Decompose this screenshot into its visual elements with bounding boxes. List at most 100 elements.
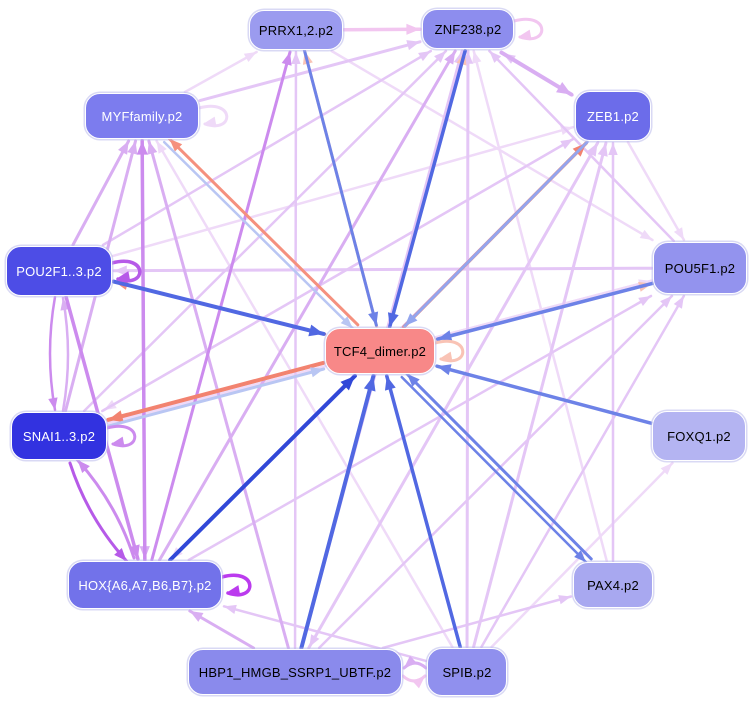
edge-prrx1-to-tcf4: [302, 48, 378, 327]
edge-znf238-to-tcf4: [387, 49, 467, 329]
node-pou2f1[interactable]: POU2F1..3.p2: [6, 246, 112, 296]
edge-hox-to-myf-arrowhead: [136, 141, 148, 155]
edge-snai1-to-tcf4: [107, 367, 326, 428]
edge-pou2f1-to-znf238: [101, 49, 433, 247]
edge-spib-to-pou5f1: [480, 294, 686, 649]
edge-pou2f1-to-myf-arrowhead: [118, 141, 129, 155]
edge-prrx1-to-pou5f1: [330, 49, 654, 242]
edge-pou2f1-to-myf: [71, 139, 131, 247]
edge-zeb1-to-tcf4: [403, 140, 589, 328]
node-spib[interactable]: SPIB.p2: [427, 648, 507, 696]
edge-snai1-to-zeb1: [101, 137, 575, 413]
node-label-znf238: ZNF238.p2: [434, 21, 502, 37]
edge-tcf4-to-pax4: [400, 375, 588, 564]
edge-hbp1-to-pax4: [381, 595, 573, 650]
edge-snai1-to-zeb1-arrowhead: [560, 139, 573, 150]
node-zeb1[interactable]: ZEB1.p2: [575, 91, 651, 141]
node-label-tcf4: TCF4_dimer.p2: [333, 343, 427, 359]
edge-pax4-to-znf238: [472, 49, 608, 563]
edge-myf-to-tcf4: [162, 140, 354, 330]
edge-hox-to-tcf4-arrowhead: [340, 376, 355, 391]
edge-pax4-to-tcf4: [405, 372, 593, 561]
node-snai1[interactable]: SNAI1..3.p2: [11, 412, 107, 460]
edge-pou2f1-to-zeb1: [111, 125, 575, 258]
edge-hox-to-tcf4: [168, 374, 357, 562]
edge-hbp1-to-tcf4: [299, 374, 376, 650]
node-label-zeb1: ZEB1.p2: [587, 108, 639, 124]
node-hbp1[interactable]: HBP1_HMGB_SSRP1_UBTF.p2: [188, 649, 402, 695]
edge-spib-to-hox-arrowhead: [224, 604, 237, 615]
edge-pou2f1-to-snai1-arrowhead: [48, 397, 58, 410]
node-label-myf: MYFfamily.p2: [101, 108, 183, 124]
edge-spib-to-znf238: [465, 49, 470, 649]
node-label-spib: SPIB.p2: [442, 664, 492, 680]
edge-myf-to-znf238-arrowhead: [406, 40, 420, 51]
edge-hox-to-pou5f1: [187, 294, 653, 562]
edge-hbp1-to-myf-arrowhead: [147, 141, 158, 155]
edge-tcf4-to-pax4-arrowhead: [574, 550, 586, 563]
edge-myf-to-prrx1: [183, 50, 258, 94]
edge-zeb1-to-pou5f1-arrowhead: [673, 227, 684, 240]
edge-pou5f1-to-znf238-arrowhead: [489, 51, 502, 63]
edge-hox-to-snai1-arrowhead: [77, 460, 90, 473]
node-hox[interactable]: HOX{A6,A7,B6,B7}.p2: [68, 561, 222, 609]
edge-spib-to-tcf4-arrowhead: [384, 376, 396, 391]
self-loop-snai1-arrowhead: [111, 436, 125, 447]
edge-prrx1-to-znf238-arrowhead: [406, 23, 420, 35]
edge-hbp1-to-prrx1: [293, 50, 298, 650]
edge-hbp1-to-pou5f1-arrowhead: [660, 296, 672, 308]
edge-pax4-to-znf238-arrowhead: [472, 51, 482, 64]
node-pou5f1[interactable]: POU5F1.p2: [653, 242, 747, 294]
edge-hox-to-myf: [140, 139, 147, 562]
edge-foxq1-to-tcf4-arrowhead: [437, 364, 452, 376]
edge-hbp1-to-hox-arrowhead: [189, 611, 204, 622]
node-znf238[interactable]: ZNF238.p2: [422, 9, 514, 49]
edge-prrx1-to-tcf4-arrowhead: [368, 311, 379, 326]
node-foxq1[interactable]: FOXQ1.p2: [652, 411, 746, 461]
edge-tcf4-to-snai1: [106, 360, 326, 422]
edge-tcf4-to-myf: [167, 137, 360, 327]
edge-pax4-to-tcf4-arrowhead: [407, 373, 420, 387]
node-pax4[interactable]: PAX4.p2: [573, 562, 653, 608]
edge-hbp1-to-zeb1-arrowhead: [586, 143, 598, 157]
edge-hox-to-pou5f1-arrowhead: [638, 295, 651, 307]
node-label-pou5f1: POU5F1.p2: [664, 260, 736, 276]
node-label-snai1: SNAI1..3.p2: [22, 428, 96, 444]
self-loop-pou2f1-arrowhead: [116, 271, 131, 283]
edge-snai1-to-hox-arrowhead: [114, 548, 127, 561]
self-loop-znf238-arrowhead: [518, 29, 532, 40]
edge-pou5f1-to-pou2f1-arrowhead: [114, 265, 127, 276]
edge-spib-to-foxq1-arrowhead: [660, 463, 673, 475]
edge-znf238-to-zeb1-arrowhead: [556, 82, 572, 95]
node-prrx1[interactable]: PRRX1,2.p2: [249, 10, 343, 50]
edge-snai1-to-znf238-arrowhead: [434, 51, 446, 63]
node-tcf4[interactable]: TCF4_dimer.p2: [325, 328, 435, 374]
edge-pou5f1-to-tcf4: [436, 281, 655, 341]
node-label-prrx1: PRRX1,2.p2: [258, 22, 334, 38]
edge-pou2f1-to-snai1: [48, 295, 57, 412]
edge-spib-to-pou5f1-arrowhead: [673, 296, 684, 309]
edge-pou5f1-to-tcf4-arrowhead: [437, 330, 453, 342]
edge-spib-to-tcf4: [385, 374, 462, 649]
edge-spib-to-hbp1-arrowhead: [404, 655, 417, 668]
node-myf[interactable]: MYFfamily.p2: [85, 93, 199, 139]
edge-hbp1-to-myf: [147, 139, 290, 650]
edge-pou2f1-to-tcf4: [111, 279, 326, 336]
edge-prrx1-to-pou5f1-arrowhead: [639, 229, 653, 240]
edge-spib-to-zeb1-arrowhead: [597, 143, 608, 157]
edge-hbp1-to-spib-arrowhead: [412, 676, 425, 689]
edge-hbp1-to-tcf4-arrowhead: [363, 376, 376, 392]
edge-hox-to-znf238-arrowhead: [444, 51, 456, 65]
edge-pax4-to-zeb1-arrowhead: [608, 143, 618, 155]
self-loop-myf-arrowhead: [203, 116, 217, 127]
edge-hox-to-prrx1-arrowhead: [281, 52, 292, 66]
edge-myf-to-tcf4-arrowhead: [340, 316, 353, 329]
edge-myf-to-prrx1-arrowhead: [243, 52, 257, 62]
node-label-foxq1: FOXQ1.p2: [667, 428, 731, 444]
edge-hox-to-prrx1: [150, 50, 292, 562]
edge-pou5f1-to-pou2f1: [112, 266, 654, 273]
node-label-hox: HOX{A6,A7,B6,B7}.p2: [78, 577, 212, 593]
edge-tcf4-to-myf-arrowhead: [169, 138, 183, 152]
edge-snai1-to-myf-arrowhead: [127, 141, 138, 155]
